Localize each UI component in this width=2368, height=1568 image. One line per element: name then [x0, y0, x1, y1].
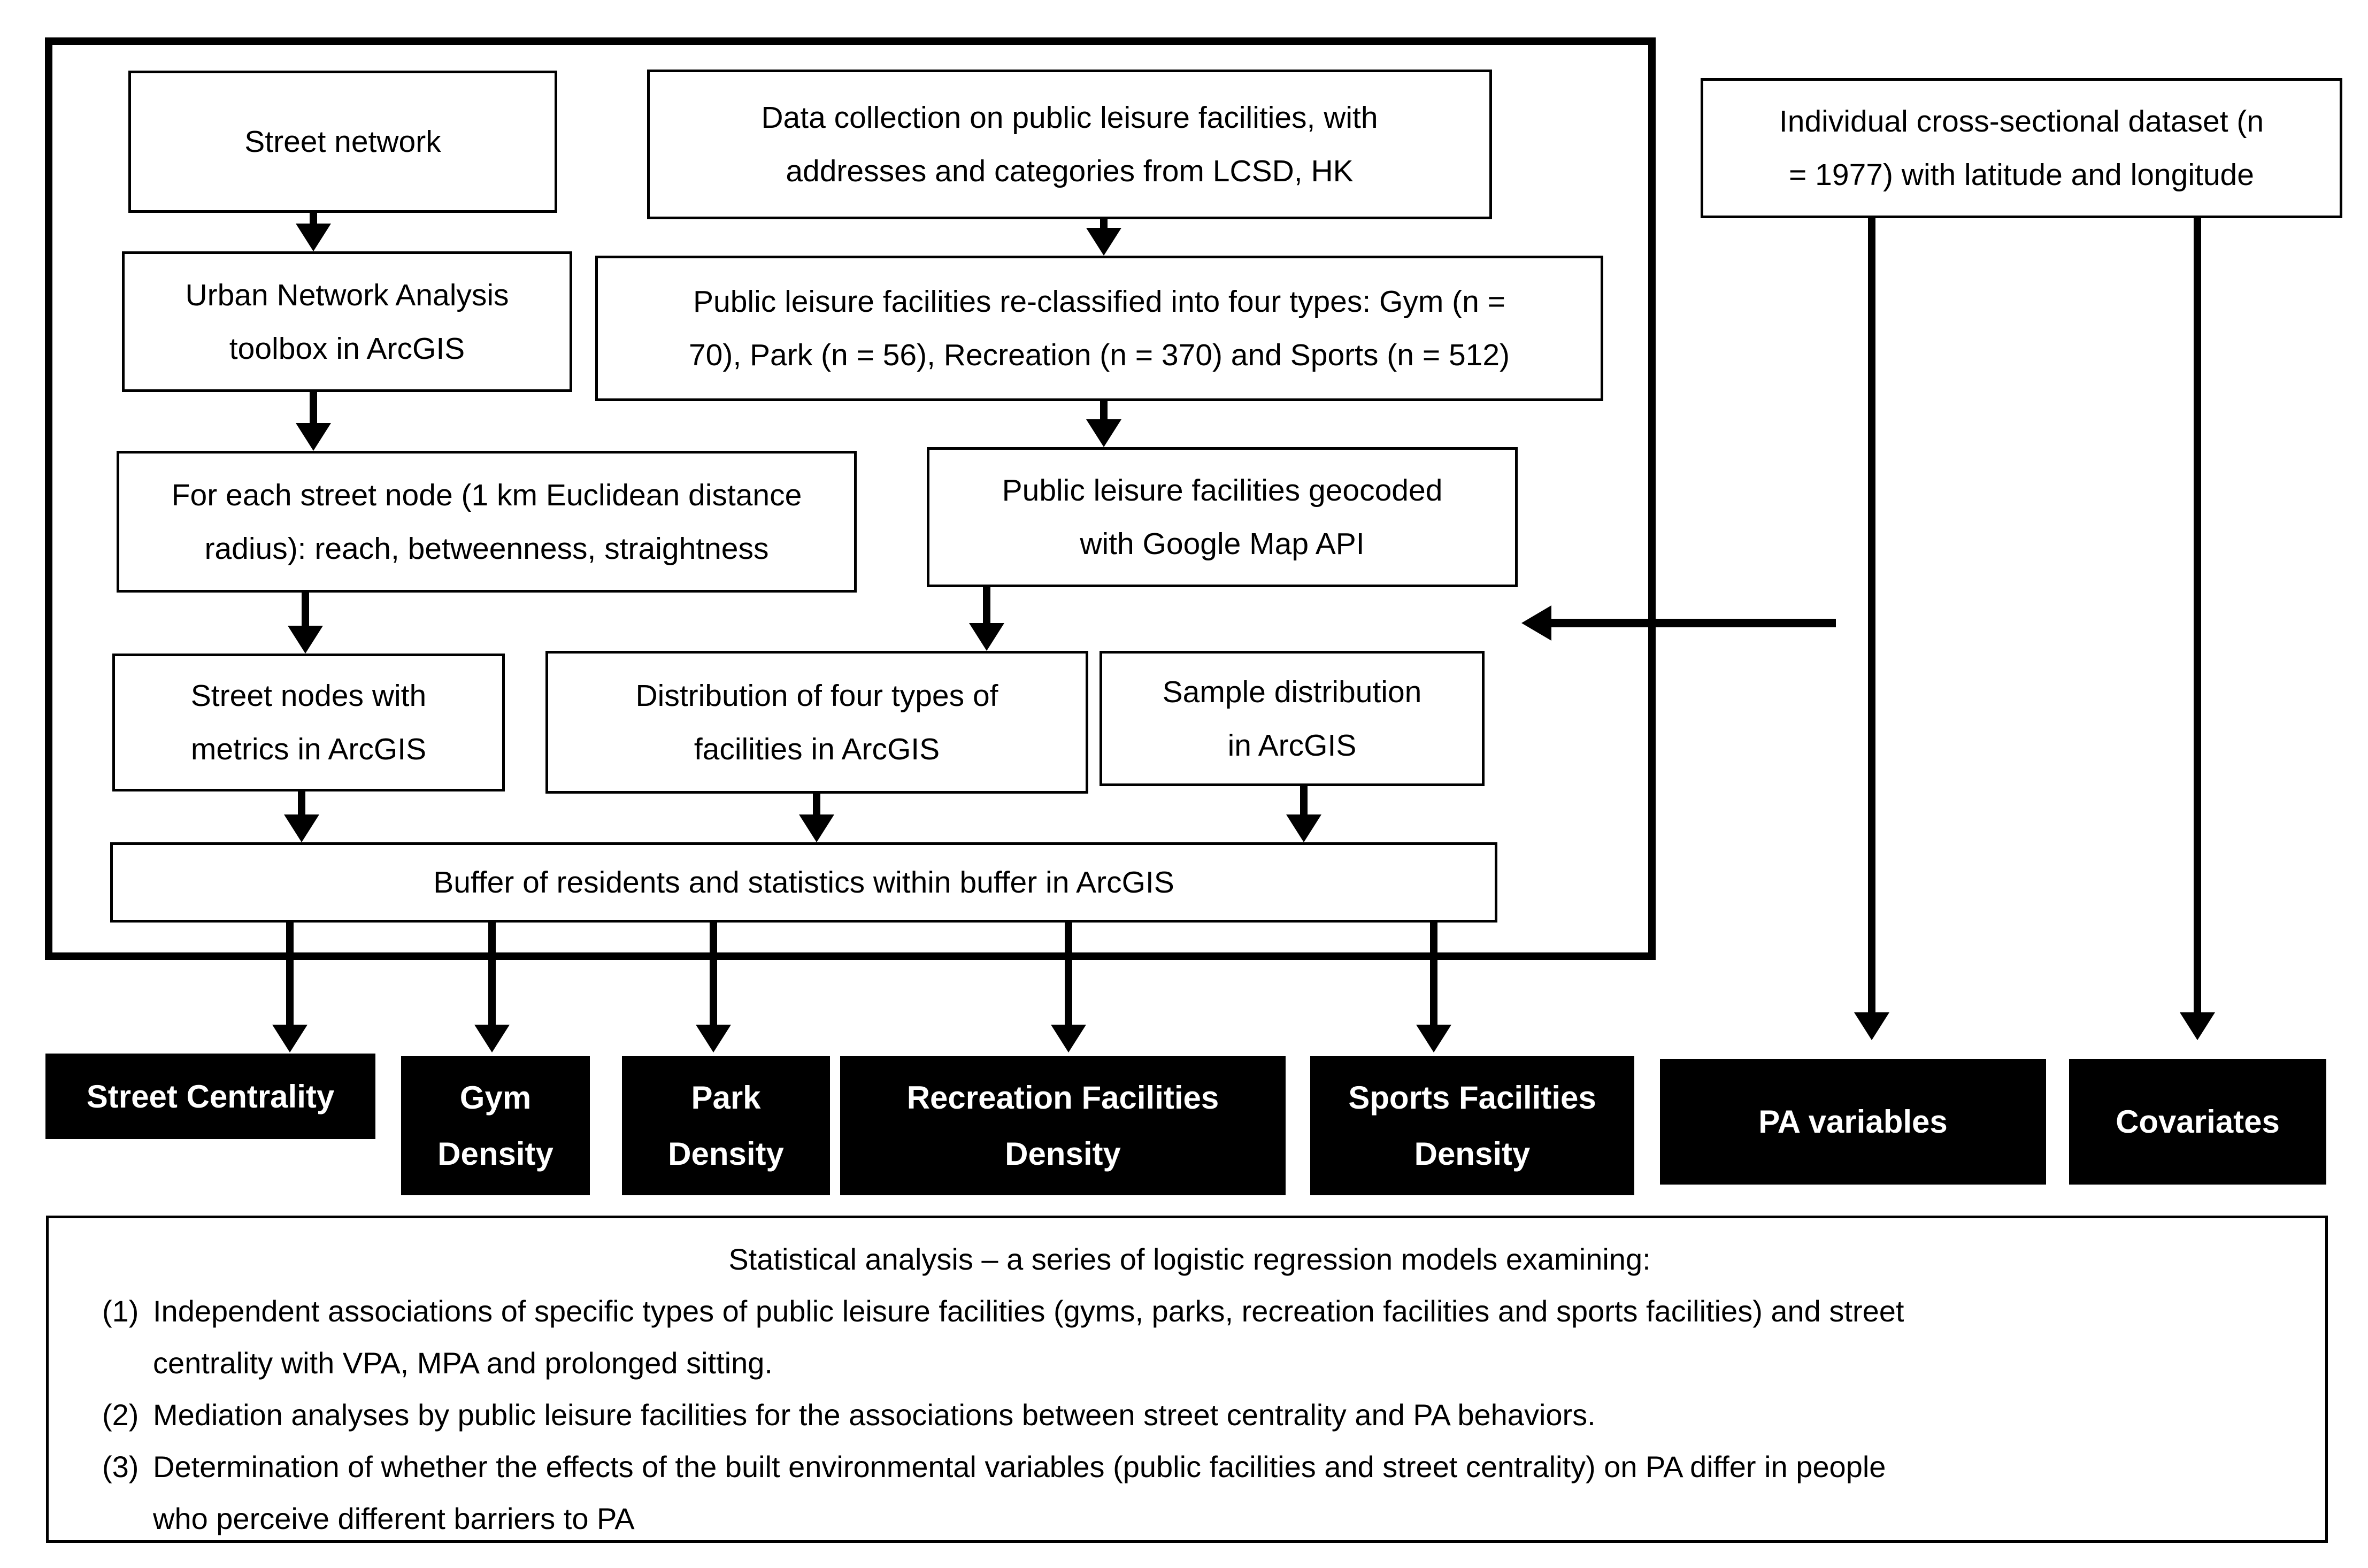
outcome-sports-density: Sports Facilities Density	[1310, 1056, 1634, 1195]
outcome-pa-variables: PA variables	[1660, 1059, 2046, 1185]
item-3-marker: (3)	[102, 1450, 139, 1484]
box-data-collection-label: Data collection on public leisure facili…	[761, 101, 1378, 188]
box-street-network-label: Street network	[244, 125, 441, 159]
arrow-dataset-to-covariates	[2180, 218, 2215, 1040]
outcome-covariates: Covariates	[2069, 1059, 2326, 1185]
arrow-street-node-calc-to-street-nodes	[288, 593, 323, 654]
outcome-recreation-density: Recreation Facilities Density	[840, 1056, 1286, 1195]
arrow-sample-to-buffer	[1286, 786, 1321, 842]
arrow-una-to-street-node-calc	[296, 392, 331, 451]
outcome-covariates-label: Covariates	[2116, 1104, 2280, 1140]
arrow-reclassified-to-geocoded	[1086, 401, 1121, 447]
item-1-line-2: centrality with VPA, MPA and prolonged s…	[153, 1346, 773, 1380]
item-1-line-1: Independent associations of specific typ…	[153, 1294, 1904, 1328]
box-individual-dataset-label: Individual cross-sectional dataset (n = …	[1779, 104, 2264, 192]
gis-section-frame	[45, 37, 1656, 960]
box-sample-distribution: Sample distribution in ArcGIS	[1100, 651, 1485, 786]
arrow-street-network-to-una	[296, 213, 331, 251]
arrow-data-collection-to-reclassified	[1086, 219, 1121, 256]
box-sample-distribution-label: Sample distribution in ArcGIS	[1162, 674, 1422, 763]
arrow-buffer-to-street-centrality	[272, 923, 307, 1052]
box-distribution: Distribution of four types of facilities…	[545, 651, 1088, 794]
box-reclassified: Public leisure facilities re-classified …	[595, 256, 1603, 401]
outcome-gym-density: Gym Density	[401, 1056, 590, 1195]
outcome-gym-density-label: Gym Density	[437, 1080, 553, 1172]
box-street-nodes-arcgis-label: Street nodes with metrics in ArcGIS	[190, 679, 427, 766]
item-3-line-2: who perceive different barriers to PA	[153, 1502, 635, 1535]
arrow-dataset-to-pa-variables	[1854, 218, 1889, 1040]
outcome-pa-variables-label: PA variables	[1758, 1104, 1948, 1140]
arrow-buffer-to-park-density	[696, 923, 731, 1052]
arrow-buffer-to-recreation-density	[1051, 923, 1086, 1052]
item-2-line-1: Mediation analyses by public leisure fac…	[153, 1398, 1596, 1432]
box-una-toolbox-label: Urban Network Analysis toolbox in ArcGIS	[185, 278, 509, 366]
box-reclassified-label: Public leisure facilities re-classified …	[688, 285, 1510, 372]
box-geocoded-label: Public leisure facilities geocoded with …	[1002, 473, 1443, 561]
item-2-marker: (2)	[102, 1398, 139, 1432]
statistical-analysis-title: Statistical analysis – a series of logis…	[728, 1242, 1651, 1276]
item-3-line-1: Determination of whether the effects of …	[153, 1450, 1886, 1484]
box-geocoded: Public leisure facilities geocoded with …	[927, 447, 1518, 587]
statistical-analysis-item-2: (2) Mediation analyses by public leisure…	[102, 1389, 2277, 1441]
arrow-buffer-to-gym-density	[474, 923, 510, 1052]
outcome-street-centrality-label: Street Centrality	[86, 1078, 335, 1114]
arrow-geocoded-to-distribution	[969, 587, 1004, 651]
statistical-analysis-item-3: (3) Determination of whether the effects…	[102, 1441, 2277, 1544]
box-buffer-label: Buffer of residents and statistics withi…	[433, 865, 1174, 900]
arrow-street-nodes-to-buffer	[284, 791, 319, 842]
arrow-buffer-to-sports-density	[1416, 923, 1451, 1052]
outcome-park-density: Park Density	[622, 1056, 830, 1195]
statistical-analysis-box: Statistical analysis – a series of logis…	[46, 1216, 2328, 1543]
item-1-marker: (1)	[102, 1294, 139, 1328]
box-street-node-calc-label: For each street node (1 km Euclidean dis…	[171, 478, 802, 566]
arrow-distribution-to-buffer	[799, 794, 834, 842]
box-street-nodes-arcgis: Street nodes with metrics in ArcGIS	[112, 654, 505, 791]
statistical-analysis-item-1: (1) Independent associations of specific…	[102, 1285, 2277, 1389]
box-buffer: Buffer of residents and statistics withi…	[110, 842, 1497, 923]
box-data-collection: Data collection on public leisure facili…	[647, 70, 1492, 219]
outcome-park-density-label: Park Density	[668, 1080, 784, 1172]
arrow-dataset-into-gis-section	[1521, 605, 1836, 641]
outcome-recreation-density-label: Recreation Facilities Density	[906, 1080, 1219, 1172]
box-una-toolbox: Urban Network Analysis toolbox in ArcGIS	[122, 251, 572, 392]
outcome-street-centrality: Street Centrality	[45, 1054, 375, 1139]
outcome-sports-density-label: Sports Facilities Density	[1348, 1080, 1596, 1172]
box-distribution-label: Distribution of four types of facilities…	[635, 678, 998, 766]
box-street-network: Street network	[128, 71, 557, 213]
box-street-node-calc: For each street node (1 km Euclidean dis…	[117, 451, 857, 593]
box-individual-dataset: Individual cross-sectional dataset (n = …	[1701, 78, 2342, 218]
